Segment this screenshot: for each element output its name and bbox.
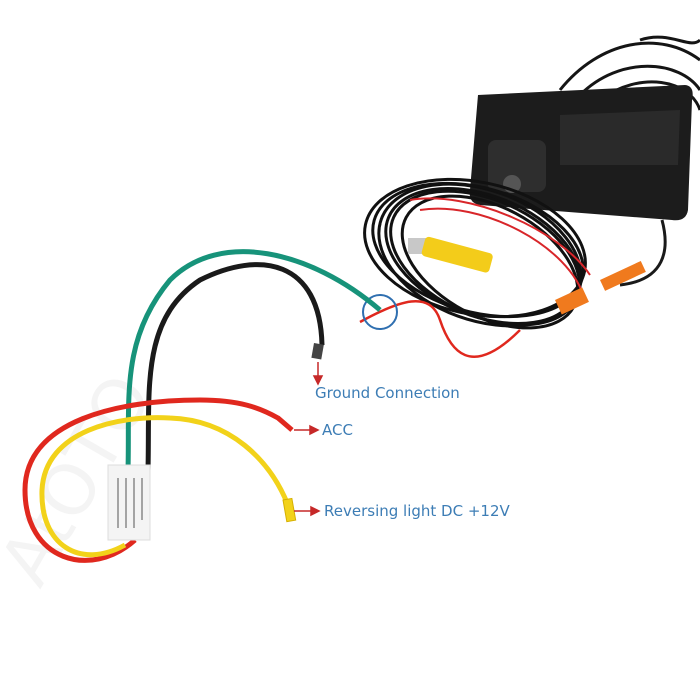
red-power-wire — [359, 300, 521, 358]
coiled-red-wire — [409, 197, 591, 301]
ground-connection-label: Ground Connection — [315, 384, 460, 402]
connection-highlight-circle — [362, 294, 398, 330]
red-acc-wire — [22, 397, 294, 563]
annotation-arrows — [294, 362, 324, 517]
reversing-light-label: Reversing light DC +12V — [324, 502, 510, 520]
power-relay-module — [107, 464, 151, 541]
black-wire — [145, 262, 325, 471]
camera-handle — [469, 85, 693, 287]
yellow-reversing-wire — [39, 415, 291, 558]
rca-connector — [408, 236, 493, 273]
acc-label: ACC — [322, 421, 353, 439]
orange-connector — [555, 260, 646, 315]
camera-lens-housing — [488, 140, 546, 192]
